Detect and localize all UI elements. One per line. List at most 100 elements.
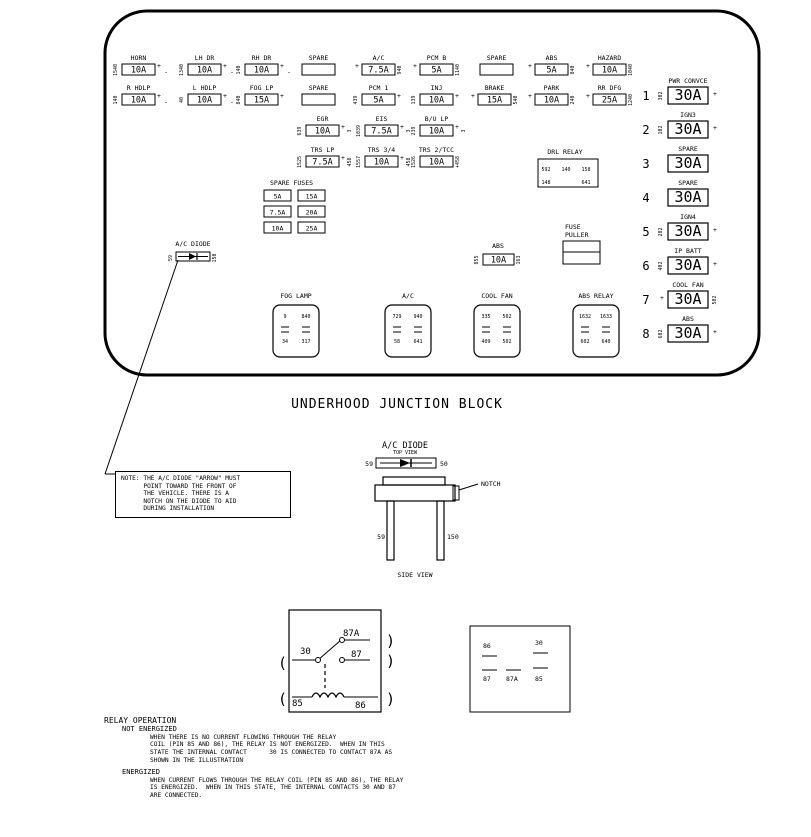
maxi-fuse-rating: 30A	[674, 154, 701, 172]
spare-fuse-body	[263, 221, 292, 234]
fuse-pin-sign: +	[586, 62, 590, 70]
fuse-body	[364, 124, 399, 137]
fuse-rating: 10A	[602, 66, 617, 76]
fuse-puller-line2: PULLER	[565, 231, 589, 239]
fuse-body	[121, 93, 156, 106]
maxi-fuse-name: IGN3	[680, 111, 696, 119]
fuse-pin-sign: +	[223, 92, 227, 100]
fuse-name: EGR	[317, 115, 329, 123]
relay-pin: 9	[283, 314, 286, 320]
relay-name: COOL FAN	[481, 292, 512, 300]
fuse-body	[244, 93, 279, 106]
relay-body	[272, 304, 320, 358]
maxi-fuse-body	[667, 290, 709, 309]
maxi-fuse-number: 6	[642, 259, 649, 273]
fuse-pin-number: 140	[113, 95, 119, 104]
spare-fuse-rating: 7.5A	[270, 209, 286, 217]
fuse-rating: 5A	[546, 66, 556, 76]
fuse-pin-sign: +	[341, 154, 345, 162]
fuse-rating: 10A	[429, 127, 444, 137]
fuse-rating: 15A	[254, 96, 269, 106]
drl-relay-pin: 641	[581, 180, 590, 186]
fuse-pin-number: 1140	[455, 64, 461, 76]
schematic-pin-87: 87	[351, 650, 362, 660]
abs-mid-name: ABS	[492, 242, 504, 250]
spare-fuse-rating: 10A	[272, 225, 284, 233]
ac-diode-body	[175, 251, 211, 262]
notch-label: NOTCH	[481, 480, 501, 488]
relay-pin: 409	[481, 339, 490, 345]
diode-detail-body	[375, 457, 437, 469]
fuse-name: RR DFG	[598, 84, 622, 92]
paren-left-top: (	[278, 654, 287, 672]
relay-schematic-frame	[288, 609, 382, 713]
fuse-12: SPARE	[301, 84, 336, 106]
fuse-pin-number: +458	[455, 156, 461, 168]
paren-right-1: )	[386, 632, 395, 650]
maxi-fuse-number: 1	[642, 89, 649, 103]
relay-name: A/C	[402, 292, 414, 300]
fuse-name: INJ	[431, 84, 443, 92]
fuse-pin-number: 540	[513, 95, 519, 104]
maxi-fuse-body	[667, 120, 709, 139]
fuse-pin-sign: +	[471, 92, 475, 100]
maxi-fuse-pin-sign: +	[713, 226, 717, 234]
maxi-fuse-rating: 30A	[674, 86, 701, 104]
fuse-body	[419, 63, 454, 76]
diode-detail-pin-left: 59	[365, 460, 373, 468]
maxi-fuse-rating: 30A	[674, 222, 701, 240]
spare-fuse-body	[297, 221, 326, 234]
drl-relay-pin: 148	[541, 180, 550, 186]
fuse-name: PARK	[544, 84, 560, 92]
fuse-rating: 5A	[431, 66, 441, 76]
fuse-pin-number: 140	[236, 65, 242, 74]
fuse-name: SPARE	[487, 54, 507, 62]
maxi-fuse-number: 4	[642, 191, 649, 205]
maxi-fuse-pin-number: 602	[658, 329, 664, 338]
fuse-pin-sign: +	[280, 62, 284, 70]
maxi-fuse-rating: 30A	[674, 188, 701, 206]
fuse-rating: 25A	[602, 96, 617, 106]
fuse-body	[305, 124, 340, 137]
fuse-5: PCM B5A+1140	[413, 54, 461, 76]
fuse-pin-number: 1039	[356, 125, 362, 137]
pinout-86: 86	[483, 642, 491, 650]
fuse-pin-sign: +	[157, 92, 161, 100]
relay-name: ABS RELAY	[578, 292, 613, 300]
relay-pin: 502	[502, 314, 511, 320]
fuse-pin-sign: +	[455, 123, 459, 131]
relay-pin: 840	[301, 314, 310, 320]
diode-side-cap	[382, 476, 446, 486]
fuse-pin-number: 1040	[628, 64, 634, 76]
spare-fuse-rating: 20A	[306, 209, 318, 217]
maxi-fuse-number: 8	[642, 327, 649, 341]
energized-title: ENERGIZED	[122, 768, 160, 777]
fuse-name: TRS 3/4	[368, 146, 395, 154]
note-leader-line	[104, 259, 179, 475]
fuse-pin-number: 840	[236, 95, 242, 104]
paren-left-bottom: (	[278, 690, 287, 708]
fuse-pin-sign: +	[400, 154, 404, 162]
fuse-3: SPARE	[301, 54, 336, 76]
fuse-body	[534, 63, 569, 76]
abs-mid-pin-left: 855	[474, 255, 480, 264]
spare-fuse-rating: 15A	[306, 193, 318, 201]
fuse-pin-sign: +	[223, 62, 227, 70]
relay-schematic: ( ( ) ) ) 87A 30 87 85 86	[278, 609, 395, 713]
fuse-rating: 10A	[254, 66, 269, 76]
fuse-rating: 10A	[197, 66, 212, 76]
fuse-pin-number: 3	[461, 129, 467, 132]
